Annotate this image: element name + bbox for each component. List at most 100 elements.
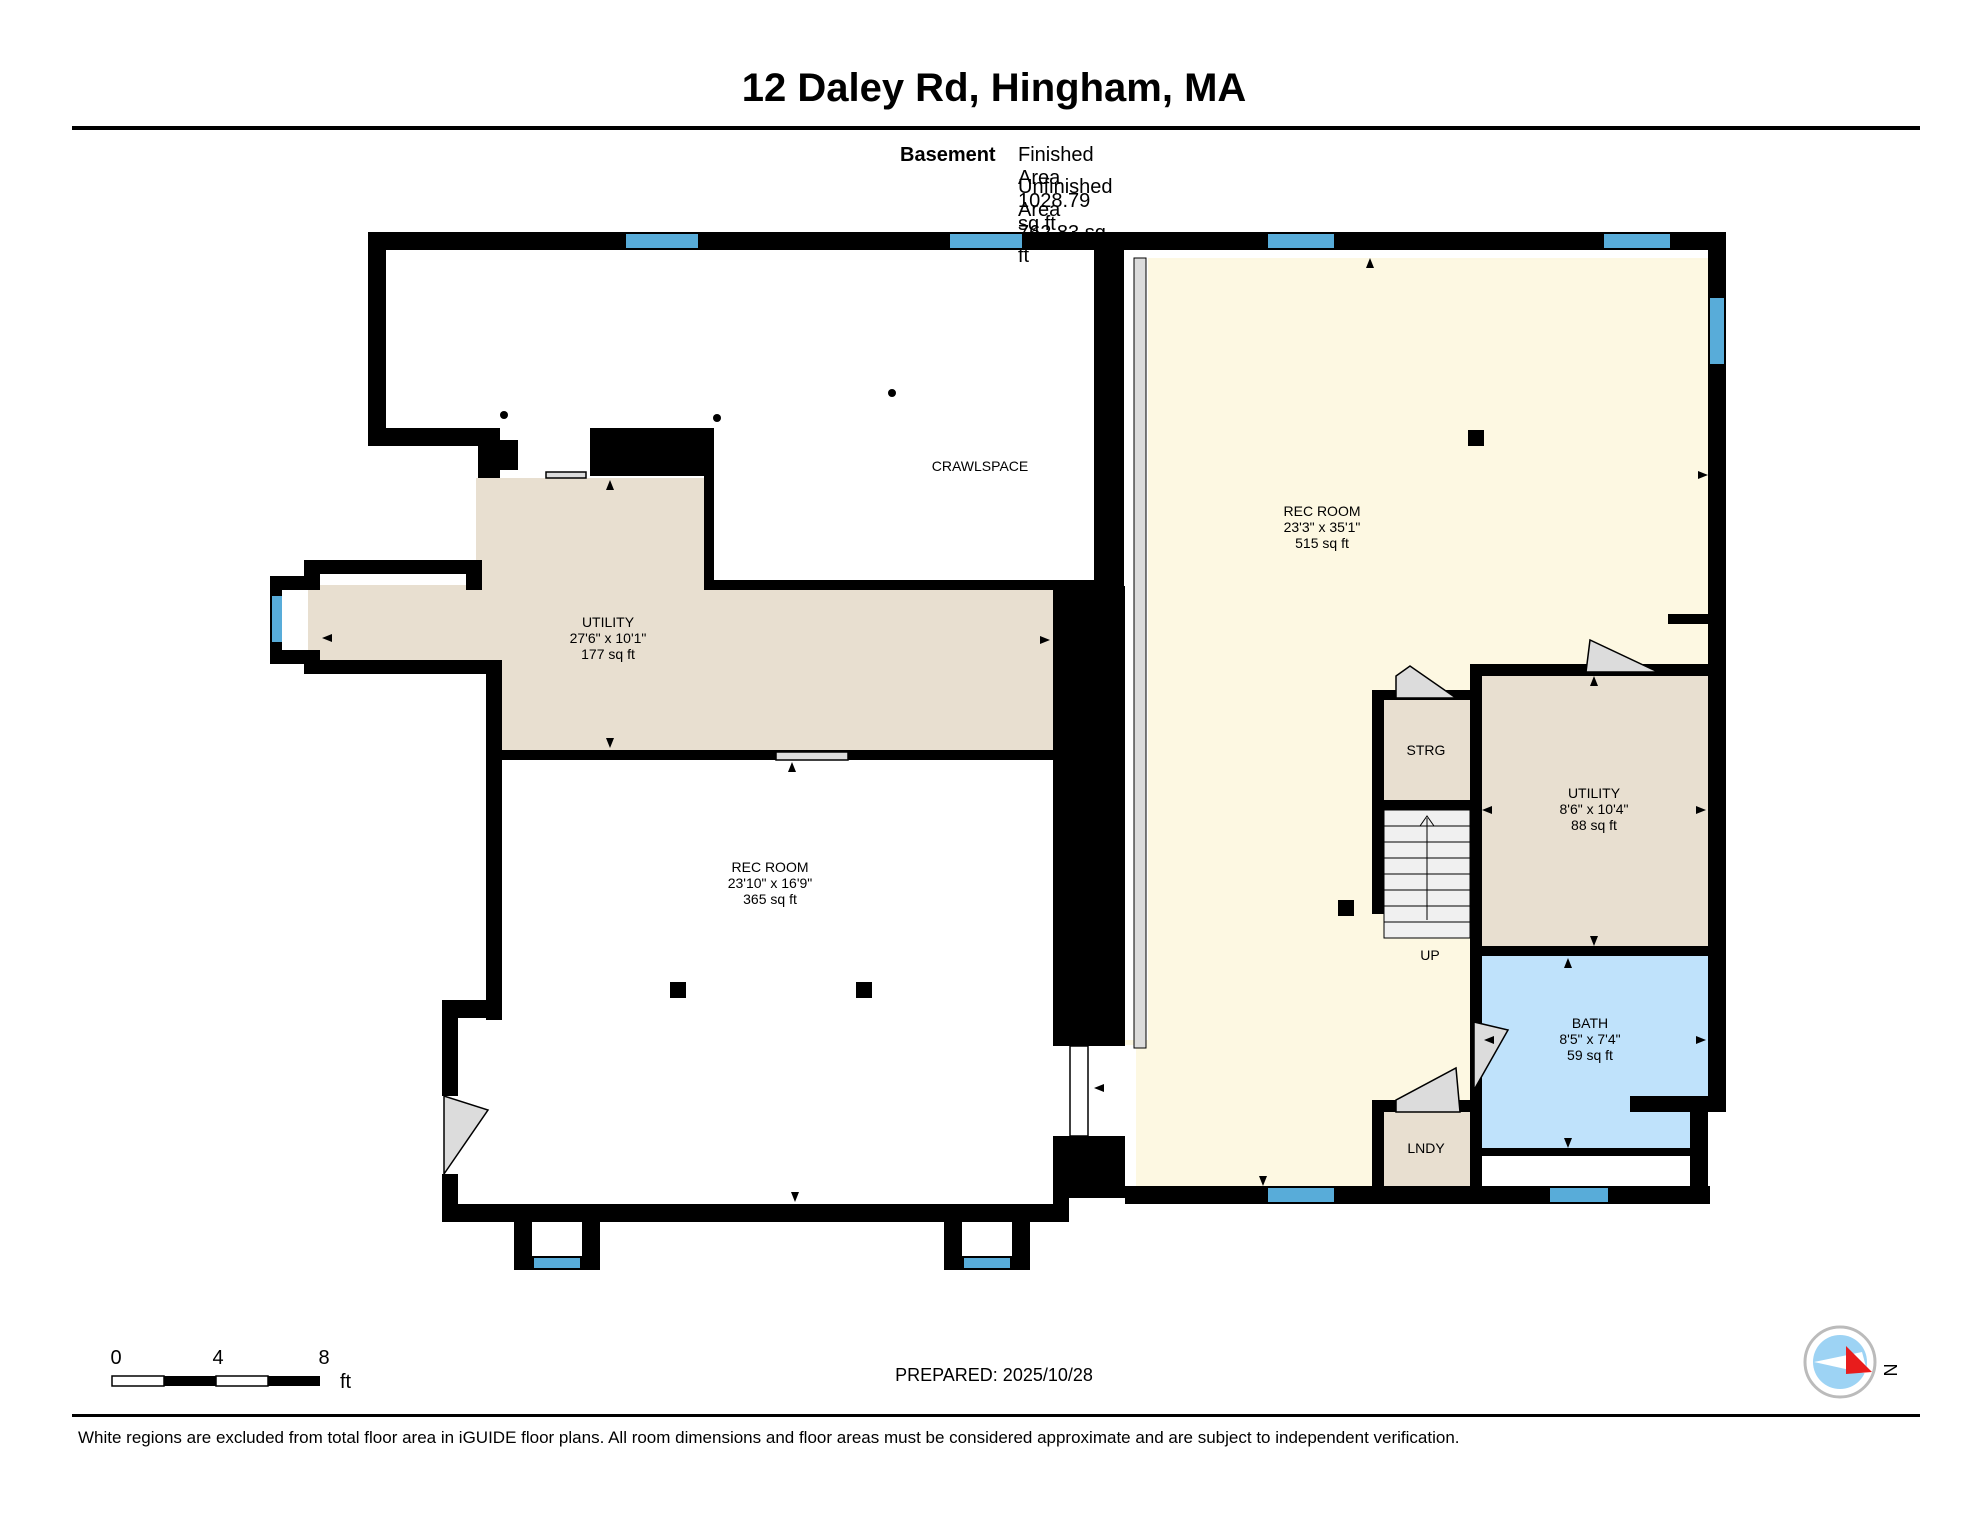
wall: [514, 1204, 532, 1270]
finished-area: Finished Area 1028.79 sq ft: [1018, 144, 1094, 235]
doors: [443, 471, 1659, 1177]
window: [1604, 234, 1670, 248]
room-dims-rec-room-right: 23'3" x 35'1": [1284, 519, 1361, 535]
wall: [1470, 946, 1708, 956]
wall: [1125, 1186, 1710, 1204]
window: [1268, 234, 1334, 248]
wall: [304, 660, 500, 674]
door-opening: [1069, 1045, 1089, 1137]
room-name-utility-left: UTILITY: [582, 614, 635, 630]
post: [1468, 430, 1484, 446]
room-labels: CRAWLSPACE UTILITY 27'6" x 10'1" 177 sq …: [570, 458, 1629, 1156]
wall: [1690, 1148, 1708, 1204]
room-name-utility-right: UTILITY: [1568, 785, 1621, 801]
window: [964, 1258, 1010, 1268]
dimension-markers: [322, 258, 1708, 1202]
wall: [1053, 1136, 1069, 1222]
compass-label: N: [1880, 1364, 1900, 1377]
partition-strip: [1133, 257, 1147, 1049]
window: [626, 234, 698, 248]
post: [670, 982, 686, 998]
posts: [500, 389, 1484, 998]
scale-unit: ft: [340, 1371, 352, 1393]
wall: [582, 1204, 600, 1270]
wall: [1012, 1204, 1030, 1270]
stairs-label: UP: [1420, 947, 1439, 963]
scale-tick-8: 8: [318, 1347, 329, 1369]
level-label: Basement: [900, 144, 996, 166]
wall: [1053, 586, 1125, 1046]
header-divider: [72, 126, 1920, 130]
bath-fill: [1480, 956, 1708, 1148]
room-area-utility-right: 88 sq ft: [1571, 817, 1617, 833]
room-name-bath: BATH: [1572, 1015, 1608, 1031]
room-area-bath: 59 sq ft: [1567, 1047, 1613, 1063]
window: [1710, 298, 1724, 364]
wall: [1372, 800, 1470, 810]
window: [950, 234, 1022, 248]
disclaimer-text: White regions are excluded from total fl…: [78, 1428, 1460, 1447]
door-swing: [443, 1094, 490, 1177]
wall: [944, 1204, 962, 1270]
window: [1268, 1188, 1334, 1202]
wall: [270, 576, 320, 590]
wall: [704, 428, 714, 588]
walls: [270, 232, 1726, 1270]
room-dims-rec-room-left: 23'10" x 16'9": [728, 875, 813, 891]
room-name-storage: STRG: [1407, 742, 1446, 758]
room-name-laundry: LNDY: [1407, 1140, 1445, 1156]
window: [1550, 1188, 1608, 1202]
post: [856, 982, 872, 998]
room-name-rec-room-right: REC ROOM: [1284, 503, 1361, 519]
door-swing: [1395, 1066, 1461, 1113]
scale-tick-0: 0: [110, 1347, 121, 1369]
wall: [1470, 1148, 1690, 1156]
wall: [368, 428, 496, 446]
post: [713, 414, 721, 422]
post: [888, 389, 896, 397]
door-opening: [775, 751, 849, 761]
stairs: [1383, 809, 1471, 939]
wall: [304, 560, 482, 574]
footer-divider: [72, 1414, 1920, 1417]
utility-right-fill: [1480, 673, 1708, 948]
room-dims-utility-left: 27'6" x 10'1": [570, 630, 647, 646]
storage-fill: [1383, 697, 1470, 801]
wall: [368, 232, 1726, 250]
wall: [1668, 614, 1708, 624]
room-area-rec-room-left: 365 sq ft: [743, 891, 797, 907]
page-title: 12 Daley Rd, Hingham, MA: [741, 66, 1247, 110]
windows: [272, 234, 1724, 1268]
wall: [442, 1204, 1068, 1222]
door-swing: [1585, 638, 1659, 673]
door-swing: [1395, 665, 1459, 699]
wall: [704, 580, 1094, 590]
wall: [466, 560, 482, 590]
wall: [368, 232, 386, 446]
wall: [442, 1000, 458, 1096]
room-area-utility-left: 177 sq ft: [581, 646, 635, 662]
room-name-rec-room-left: REC ROOM: [732, 859, 809, 875]
window: [534, 1258, 580, 1268]
window: [272, 596, 282, 642]
compass-north-icon: N: [1803, 1325, 1900, 1399]
post: [500, 411, 508, 419]
prepared-date: PREPARED: 2025/10/28: [895, 1365, 1093, 1385]
wall: [1708, 232, 1726, 1112]
door-opening: [545, 471, 587, 479]
wall: [486, 660, 502, 760]
laundry-fill: [1383, 1112, 1470, 1186]
room-dims-bath: 8'5" x 7'4": [1559, 1031, 1620, 1047]
scale-bar: 0 4 8 ft: [110, 1347, 351, 1393]
wall: [494, 440, 518, 470]
utility-left-fill: [308, 478, 1053, 752]
wall: [1630, 1096, 1726, 1112]
post: [1338, 900, 1354, 916]
door-swing: [1473, 1021, 1510, 1093]
room-name-crawlspace: CRAWLSPACE: [932, 458, 1028, 474]
wall: [1372, 1100, 1384, 1204]
wall: [1094, 250, 1124, 590]
room-area-rec-room-right: 515 sq ft: [1295, 535, 1349, 551]
room-fills: [308, 258, 1712, 1188]
